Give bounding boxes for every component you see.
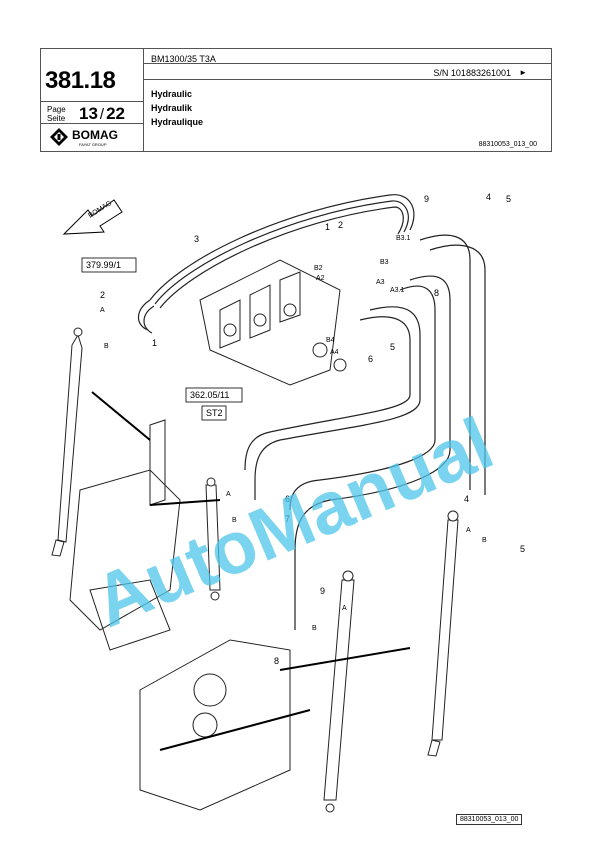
svg-text:5: 5 (390, 342, 395, 352)
leader-lines (91, 391, 411, 751)
title-block-rule (41, 101, 143, 102)
svg-text:8: 8 (274, 656, 279, 666)
svg-text:4: 4 (464, 494, 469, 504)
model-name: BM1300/35 T3A (151, 54, 216, 64)
cylinder-right (427, 510, 459, 757)
svg-text:5: 5 (520, 544, 525, 554)
svg-text:9: 9 (320, 586, 325, 596)
title-german: Hydraulik (151, 103, 193, 113)
svg-text:A2: A2 (316, 275, 325, 282)
svg-text:B3.1: B3.1 (396, 235, 411, 242)
document-reference: 88310053_013_00 (478, 141, 537, 148)
svg-text:1: 1 (325, 222, 330, 232)
title-block: BM1300/35 T3A S/N 101883261001 ► 381.18 … (40, 48, 552, 152)
page-label: Page Seite (47, 105, 66, 123)
document-number: 381.18 (45, 67, 116, 94)
svg-text:A3.1: A3.1 (390, 287, 405, 294)
svg-text:4: 4 (486, 192, 491, 202)
svg-text:A: A (100, 307, 105, 314)
svg-text:B: B (482, 537, 487, 544)
logo-subtext: FAYAT GROUP (79, 142, 107, 147)
footer-reference: 88310053_013_00 (456, 814, 523, 825)
valve-block (199, 259, 347, 386)
svg-text:A: A (226, 491, 231, 498)
svg-text:A3: A3 (376, 279, 385, 286)
title-english: Hydraulic (151, 89, 193, 99)
ref-box-st2: ST2 (201, 405, 227, 421)
svg-text:8: 8 (434, 288, 439, 298)
svg-text:6: 6 (368, 354, 373, 364)
svg-text:1: 1 (152, 338, 157, 348)
port-labels: A B B2 A2 B3.1 B3 A3 A3.1 B4 A4 A B A B … (100, 235, 487, 632)
title-block-rule (143, 79, 551, 80)
page-number: 13/22 (79, 104, 126, 123)
title-block-rule (143, 63, 551, 64)
svg-text:2: 2 (338, 220, 343, 230)
bomag-logo-mark (50, 128, 68, 146)
svg-text:3: 3 (194, 234, 199, 244)
ref-box-362: 362.05/11 (185, 387, 243, 403)
svg-text:ST2: ST2 (206, 408, 223, 418)
cylinder-center (205, 477, 221, 601)
bomag-logo: BOMAG FAYAT GROUP (50, 128, 118, 147)
logo-text: BOMAG (72, 128, 118, 142)
ref-box-379: 379.99/1 (81, 257, 137, 273)
svg-text:B3: B3 (380, 259, 389, 266)
title-block-rule (41, 123, 143, 124)
svg-text:A: A (466, 527, 471, 534)
direction-arrow-icon: BOMAG (62, 199, 123, 235)
svg-text:6: 6 (285, 494, 290, 504)
serial-arrow-icon: ► (519, 68, 527, 77)
svg-text:A4: A4 (330, 349, 339, 356)
svg-text:B: B (312, 625, 317, 632)
svg-text:A: A (342, 605, 347, 612)
svg-text:2: 2 (100, 290, 105, 300)
title-french: Hydraulique (151, 117, 204, 127)
svg-text:5: 5 (506, 194, 511, 204)
cylinder-lower (323, 570, 355, 813)
hose-group-upper (137, 194, 415, 334)
cylinder-left (51, 327, 83, 557)
serial-number: S/N 101883261001 (433, 68, 511, 78)
svg-text:B4: B4 (326, 337, 335, 344)
hose-group-right (244, 234, 486, 630)
svg-text:B2: B2 (314, 265, 323, 272)
section-titles: Hydraulic Hydraulik Hydraulique (151, 87, 203, 129)
callout-labels: 3 2 1 1 2 9 4 5 8 6 5 6 7 4 5 9 8 (100, 192, 525, 666)
hydraulic-diagram: BOMAG 379.99/1 362.05/11 ST2 (51, 192, 525, 813)
machine-frame-lower (139, 639, 291, 811)
svg-text:7: 7 (285, 514, 290, 524)
svg-text:B: B (104, 343, 109, 350)
title-block-divider (143, 49, 144, 151)
svg-text:9: 9 (424, 194, 429, 204)
svg-text:362.05/11: 362.05/11 (190, 390, 229, 400)
machine-frame-upper (69, 419, 181, 651)
svg-text:B: B (232, 517, 237, 524)
svg-text:379.99/1: 379.99/1 (86, 260, 121, 270)
